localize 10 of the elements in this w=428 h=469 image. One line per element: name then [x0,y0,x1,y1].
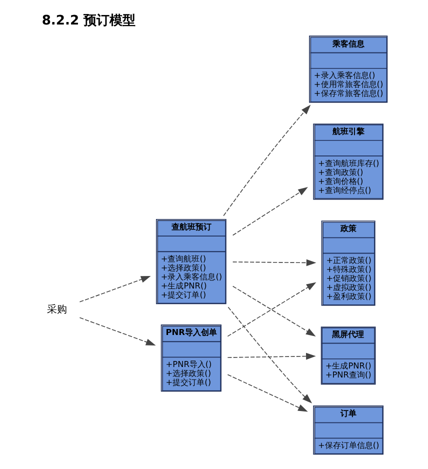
arrow [226,374,308,412]
diagram-title: 8.2.2 预订模型 [41,13,136,28]
arrow [227,306,312,404]
arrow [222,104,310,216]
arrow [226,352,316,360]
arrow [78,317,156,346]
node-text: 采购 [46,304,67,316]
arrow [232,187,308,236]
arrow [78,276,150,302]
arrow [232,259,316,266]
